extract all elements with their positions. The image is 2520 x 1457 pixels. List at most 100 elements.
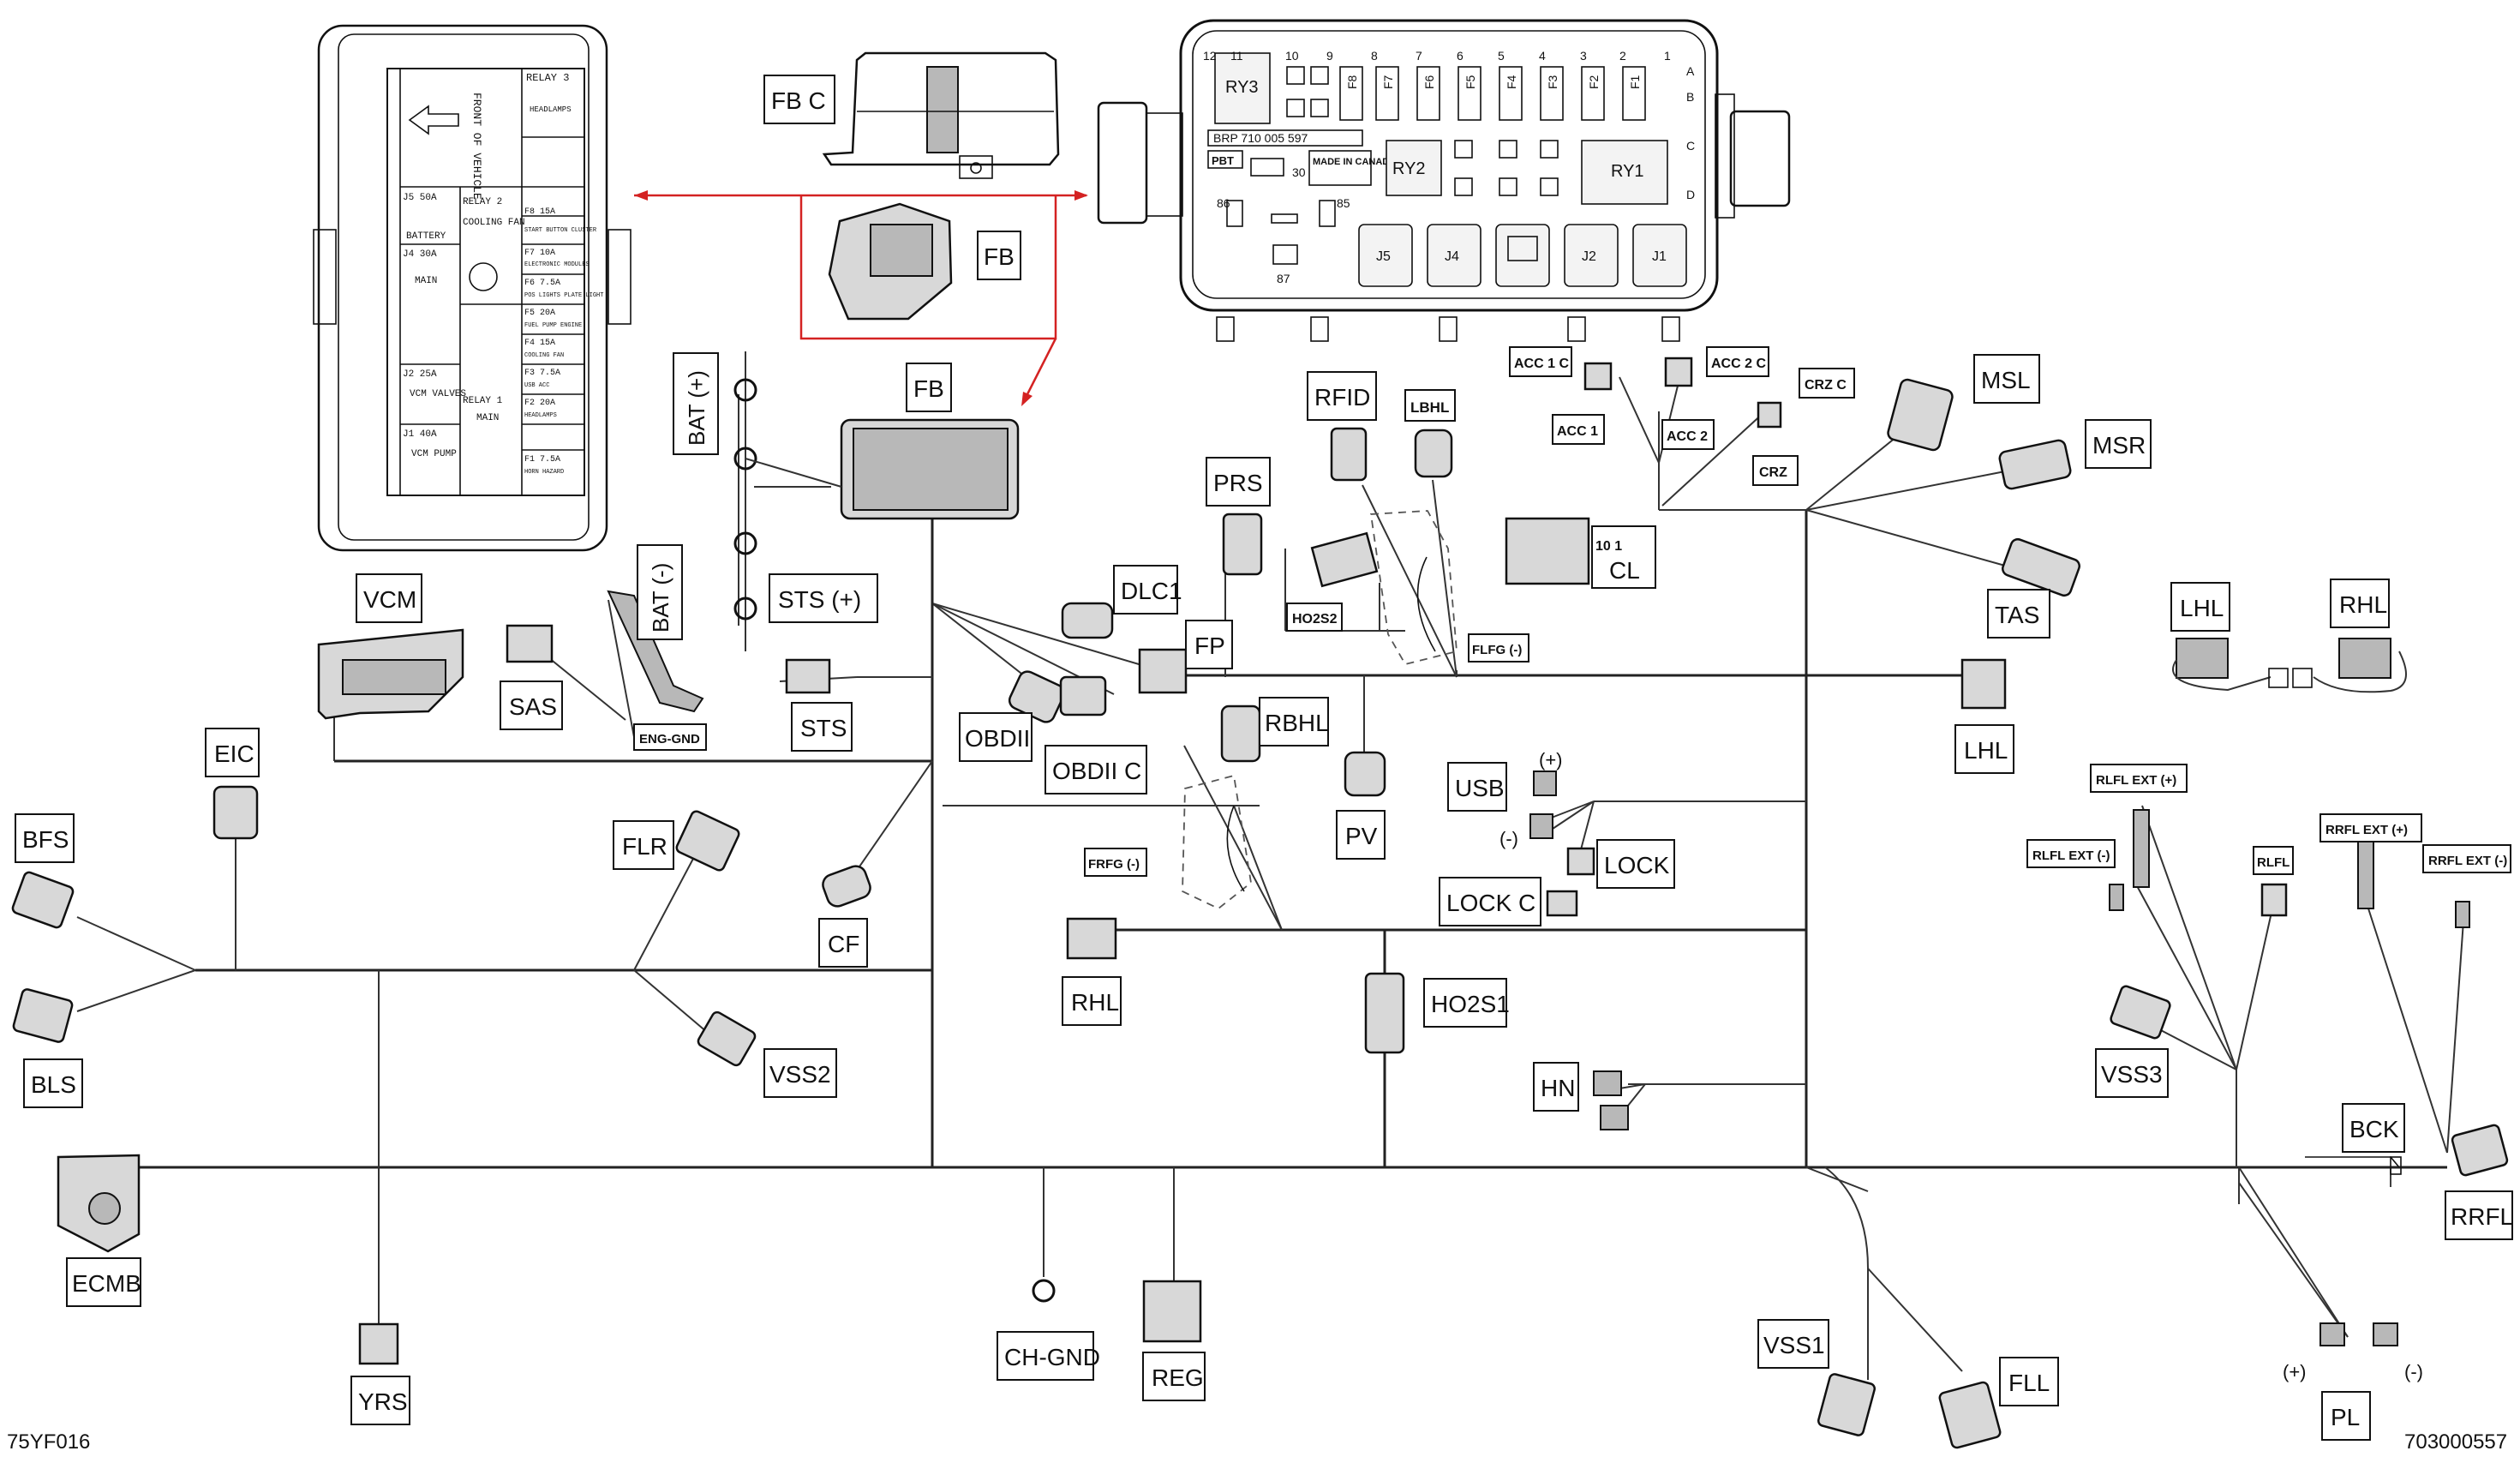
svg-text:OBDII C: OBDII C (1052, 758, 1141, 784)
harness-wires (76, 376, 2465, 1380)
label-rlfl-ext-neg: RLFL EXT (-) (2026, 839, 2116, 868)
svg-text:10 1: 10 1 (1595, 539, 1622, 554)
label-yrs: YRS (350, 1376, 410, 1425)
svg-text:HEADLAMPS: HEADLAMPS (530, 105, 572, 114)
label-rhl: RHL (1062, 976, 1122, 1026)
label-sas: SAS (500, 681, 563, 730)
label-bls: BLS (23, 1058, 83, 1108)
svg-text:11: 11 (1230, 49, 1243, 63)
label-flr: FLR (613, 820, 674, 870)
label-bat-neg: BAT (-) (637, 544, 683, 640)
svg-text:CRZ C: CRZ C (1805, 378, 1847, 393)
svg-text:ECMB: ECMB (72, 1270, 141, 1297)
label-acc2c: ACC 2 C (1706, 346, 1769, 377)
svg-text:HN: HN (1541, 1075, 1575, 1101)
svg-text:CH-GND: CH-GND (1004, 1344, 1100, 1370)
label-sts: STS (791, 702, 853, 752)
svg-text:F2 20A: F2 20A (524, 399, 555, 408)
svg-text:5: 5 (1498, 49, 1505, 63)
svg-text:RELAY 3: RELAY 3 (526, 72, 569, 84)
svg-text:F3: F3 (1546, 75, 1559, 89)
svg-text:RHL: RHL (2339, 591, 2387, 618)
svg-text:PL: PL (2331, 1404, 2360, 1430)
fb-cover-drawing (822, 51, 1060, 179)
svg-text:FRFG (-): FRFG (-) (1088, 857, 1140, 872)
svg-text:HO2S1: HO2S1 (1431, 991, 1510, 1017)
svg-text:BLS: BLS (31, 1071, 76, 1098)
svg-text:RLFL EXT (+): RLFL EXT (+) (2096, 773, 2176, 788)
svg-text:ELECTRONIC MODULES: ELECTRONIC MODULES (524, 261, 590, 268)
svg-text:RRFL EXT (+): RRFL EXT (+) (2325, 823, 2408, 837)
svg-text:RELAY 2: RELAY 2 (463, 197, 502, 207)
svg-text:BFS: BFS (22, 826, 69, 853)
svg-text:LBHL: LBHL (1410, 399, 1449, 416)
svg-text:J1: J1 (1652, 249, 1667, 264)
label-fp: FP (1185, 620, 1233, 669)
svg-text:DLC1: DLC1 (1121, 578, 1182, 604)
label-pl-neg: (-) (2404, 1361, 2423, 1382)
front-arrow-icon (408, 105, 459, 135)
svg-text:BRP 710 005 597: BRP 710 005 597 (1213, 131, 1308, 145)
label-prs: PRS (1206, 457, 1271, 507)
label-frfg: FRFG (-) (1084, 848, 1147, 877)
label-crz: CRZ (1752, 455, 1799, 486)
label-rbhl: RBHL (1259, 697, 1329, 746)
footer-left-code: 75YF016 (7, 1430, 90, 1454)
svg-text:B: B (1686, 90, 1694, 104)
label-cl: 10 1CL (1591, 525, 1656, 589)
label-obdii: OBDII (959, 712, 1033, 762)
label-bat-pos: BAT (+) (673, 352, 719, 455)
footer-right-code: 703000557 (2404, 1430, 2507, 1454)
svg-text:LHL: LHL (2180, 595, 2224, 621)
svg-text:RY2: RY2 (1392, 159, 1426, 178)
svg-text:CRZ: CRZ (1759, 465, 1787, 480)
svg-text:A: A (1686, 64, 1695, 78)
label-usb-neg: (-) (1499, 828, 1518, 849)
svg-text:30: 30 (1292, 165, 1306, 179)
svg-text:ACC 1: ACC 1 (1557, 424, 1598, 439)
svg-text:HORN HAZARD: HORN HAZARD (524, 469, 564, 476)
label-cf: CF (818, 918, 868, 968)
svg-text:RBHL: RBHL (1265, 710, 1329, 736)
label-rrfl-ext-pos: RRFL EXT (+) (2319, 813, 2422, 842)
label-pl: PL (2321, 1391, 2371, 1441)
svg-text:FB: FB (984, 243, 1015, 270)
label-rhl-lamp: RHL (2330, 579, 2390, 628)
svg-text:J4 30A: J4 30A (403, 249, 437, 260)
label-rlfl: RLFL (2253, 846, 2294, 875)
svg-text:85: 85 (1337, 196, 1350, 210)
svg-text:7: 7 (1416, 49, 1422, 63)
svg-text:2: 2 (1619, 49, 1626, 63)
svg-text:VCM VALVES: VCM VALVES (410, 389, 466, 399)
svg-text:87: 87 (1277, 272, 1290, 285)
label-lhl-lamp: LHL (2170, 582, 2230, 632)
svg-text:RELAY 1: RELAY 1 (463, 396, 503, 406)
label-acc1: ACC 1 (1552, 414, 1605, 445)
label-lock: LOCK (1596, 839, 1675, 889)
svg-text:LOCK: LOCK (1604, 852, 1670, 878)
label-fb-top: FB (977, 231, 1021, 280)
svg-text:F2: F2 (1587, 75, 1601, 89)
svg-text:4: 4 (1539, 49, 1546, 63)
label-usb-pos: (+) (1539, 749, 1563, 770)
svg-text:MADE IN CANADA: MADE IN CANADA (1313, 157, 1396, 167)
svg-text:HO2S2: HO2S2 (1292, 612, 1338, 627)
svg-text:F8: F8 (1345, 75, 1359, 89)
label-rlfl-ext-pos: RLFL EXT (+) (2090, 764, 2188, 793)
svg-text:FLR: FLR (622, 833, 667, 860)
label-vss1: VSS1 (1757, 1319, 1829, 1369)
label-hn: HN (1533, 1062, 1579, 1112)
svg-text:FB: FB (913, 375, 944, 402)
svg-text:F6: F6 (1422, 75, 1436, 89)
svg-text:COOLING FAN: COOLING FAN (524, 352, 564, 359)
svg-text:F3 7.5A: F3 7.5A (524, 369, 560, 378)
label-eng-gnd: ENG-GND (633, 723, 707, 751)
svg-text:STS (+): STS (+) (778, 586, 861, 613)
label-vss3: VSS3 (2095, 1048, 2169, 1098)
svg-text:MAIN: MAIN (476, 413, 499, 423)
svg-text:F8 15A: F8 15A (524, 207, 555, 217)
svg-text:YRS: YRS (358, 1388, 408, 1415)
label-pl-pos: (+) (2283, 1361, 2307, 1382)
svg-text:RLFL: RLFL (2257, 855, 2290, 870)
